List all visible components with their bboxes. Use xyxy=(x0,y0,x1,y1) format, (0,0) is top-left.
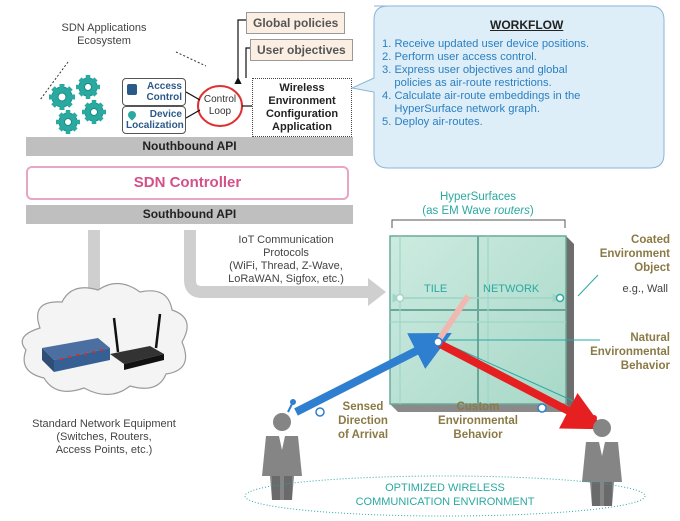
user-objectives-box: User objectives xyxy=(250,39,353,61)
workflow-step: policies as air-route restrictions. xyxy=(382,77,552,89)
optimized-environment-ellipse xyxy=(244,475,646,517)
ecosystem-title: SDN Applications Ecosystem xyxy=(61,22,147,47)
sdn-controller-box: SDN Controller xyxy=(26,166,349,200)
red-route xyxy=(438,340,604,430)
iot-protocols-label: IoT Communication Protocols (WiFi, Threa… xyxy=(228,234,344,285)
standard-equipment-label: Standard Network Equipment (Switches, Ro… xyxy=(32,418,176,456)
custom-behavior-label: Custom Environmental Behavior xyxy=(438,401,518,441)
coated-leader xyxy=(577,274,599,297)
gear-icons xyxy=(49,75,106,134)
pink-route xyxy=(437,294,471,340)
switch-icon xyxy=(42,338,110,372)
hypersurface-brace xyxy=(391,219,566,228)
coated-object-label: Coated Environment Object xyxy=(599,234,670,274)
hypersurfaces-label: HyperSurfaces (as EM Wave routers) xyxy=(422,191,534,217)
workflow-step: 3. Express user objectives and global xyxy=(382,64,568,76)
sensed-direction-label: Sensed Direction of Arrival xyxy=(337,401,389,441)
route-nodes xyxy=(315,293,565,417)
tile-label: TILE xyxy=(424,283,448,295)
southbound-to-hypersurface-arrow xyxy=(184,230,372,298)
person-left-icon xyxy=(262,399,302,500)
router-icon xyxy=(110,313,164,370)
workflow-steps: 1. Receive updated user device positions… xyxy=(382,38,662,129)
workflow-step: HyperSurface network graph. xyxy=(382,103,540,115)
workflow-step: 1. Receive updated user device positions… xyxy=(382,38,590,50)
workflow-step: 5. Deploy air-routes. xyxy=(382,116,483,128)
northbound-api-bar: Nouthbound API xyxy=(26,137,353,156)
southbound-api-bar: Southbound API xyxy=(26,205,353,224)
ecosystem-leader-right xyxy=(175,51,207,67)
natural-behavior-label: Natural Environmental Behavior xyxy=(590,332,670,372)
access-control-app: Access Control xyxy=(122,78,186,106)
workflow-step: 2. Perform user access control. xyxy=(382,51,537,63)
shield-icon xyxy=(127,84,137,95)
network-label: NETWORK xyxy=(483,283,540,295)
workflow-title: WORKFLOW xyxy=(490,18,564,32)
hypersurface-panel xyxy=(389,235,574,412)
control-loop-label: Control Loop xyxy=(203,94,237,117)
global-policies-connector xyxy=(234,19,248,84)
blue-route xyxy=(294,332,452,416)
global-policies-box: Global policies xyxy=(246,12,346,34)
optimized-environment-label: OPTIMIZED WIRELESS COMMUNICATION ENVIRON… xyxy=(355,482,535,508)
device-to-loop-line xyxy=(185,109,201,119)
wireless-environment-app: Wireless Environment Configuration Appli… xyxy=(252,78,352,137)
workflow-step: 4. Calculate air-route embeddings in the xyxy=(382,90,581,102)
wall-example-label: e.g., Wall xyxy=(622,283,668,295)
device-localization-app: Device Localization xyxy=(122,106,186,134)
access-to-loop-line xyxy=(185,91,201,101)
person-right-icon xyxy=(582,415,622,506)
